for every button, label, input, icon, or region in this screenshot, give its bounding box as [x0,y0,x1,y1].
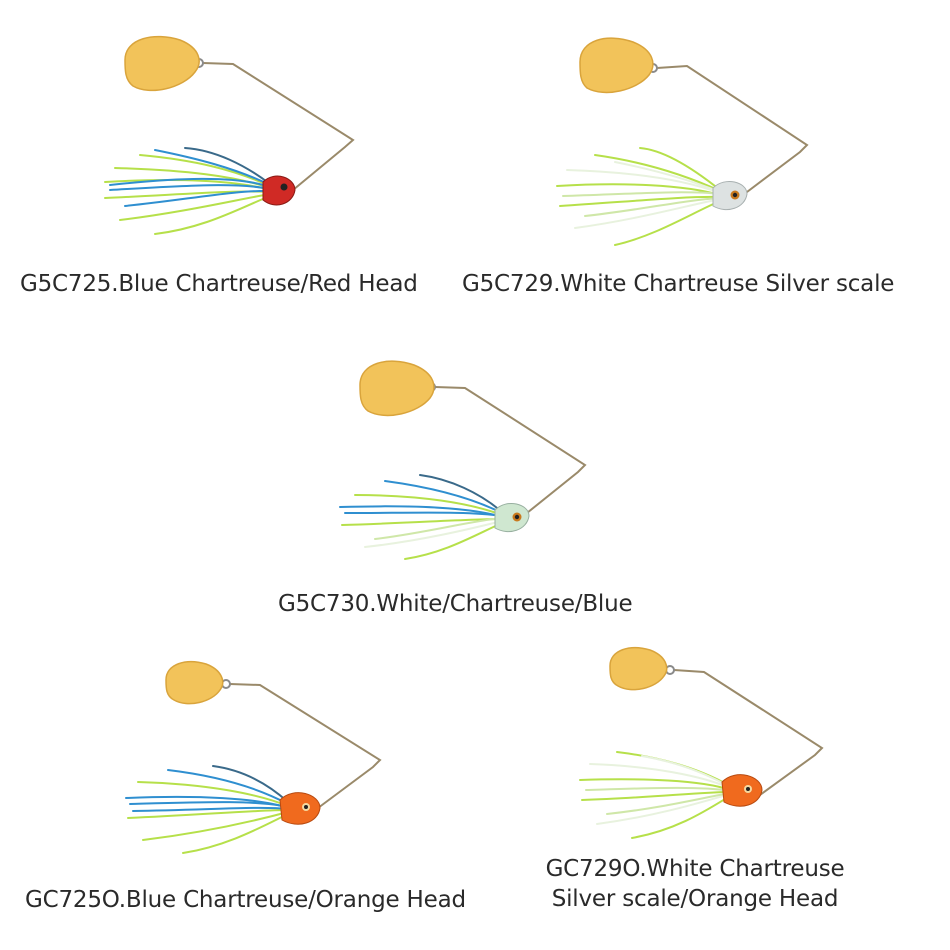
spinnerbait-illustration [104,35,355,235]
spinnerbait-illustration [339,360,587,560]
lure-blade [359,360,435,417]
lure-head-orange [721,774,763,807]
skirt [339,474,503,560]
lure-image-gc729o [579,646,824,839]
lure-head-red [262,175,296,206]
lure-image-gc725o [125,660,382,854]
lure-eye [280,183,288,191]
product-caption-gc729o-line1: GC729O.White Chartreuse [545,856,845,882]
spinnerbait-illustration [556,37,809,246]
lure-image-g5c725 [104,35,355,235]
skirt [579,751,731,839]
spinnerbait-illustration [125,660,382,854]
product-caption-g5c729: G5C729.White Chartreuse Silver scale [462,271,895,297]
lure-head-silver [494,502,530,532]
lure-blade [609,646,668,691]
lure-image-g5c730 [339,360,587,560]
product-caption-gc729o-line2: Silver scale/Orange Head [551,886,839,912]
lure-head-silver [712,180,748,210]
skirt [556,147,721,246]
lure-wire [229,683,382,809]
skirt [104,147,271,235]
lure-wire [434,386,587,518]
skirt [125,765,289,854]
spinnerbait-illustration [579,646,824,839]
product-caption-gc725o: GC725O.Blue Chartreuse/Orange Head [25,887,466,913]
lure-blade [165,660,224,705]
lure-blade [124,35,200,92]
lure-image-g5c729 [556,37,809,246]
product-caption-g5c730: G5C730.White/Chartreuse/Blue [278,591,633,617]
lure-blade [579,37,654,94]
lure-wire [673,669,824,796]
lure-wire [656,64,809,196]
lure-wire [202,62,355,191]
product-caption-g5c725: G5C725.Blue Chartreuse/Red Head [20,271,418,297]
lure-head-orange [279,792,321,825]
